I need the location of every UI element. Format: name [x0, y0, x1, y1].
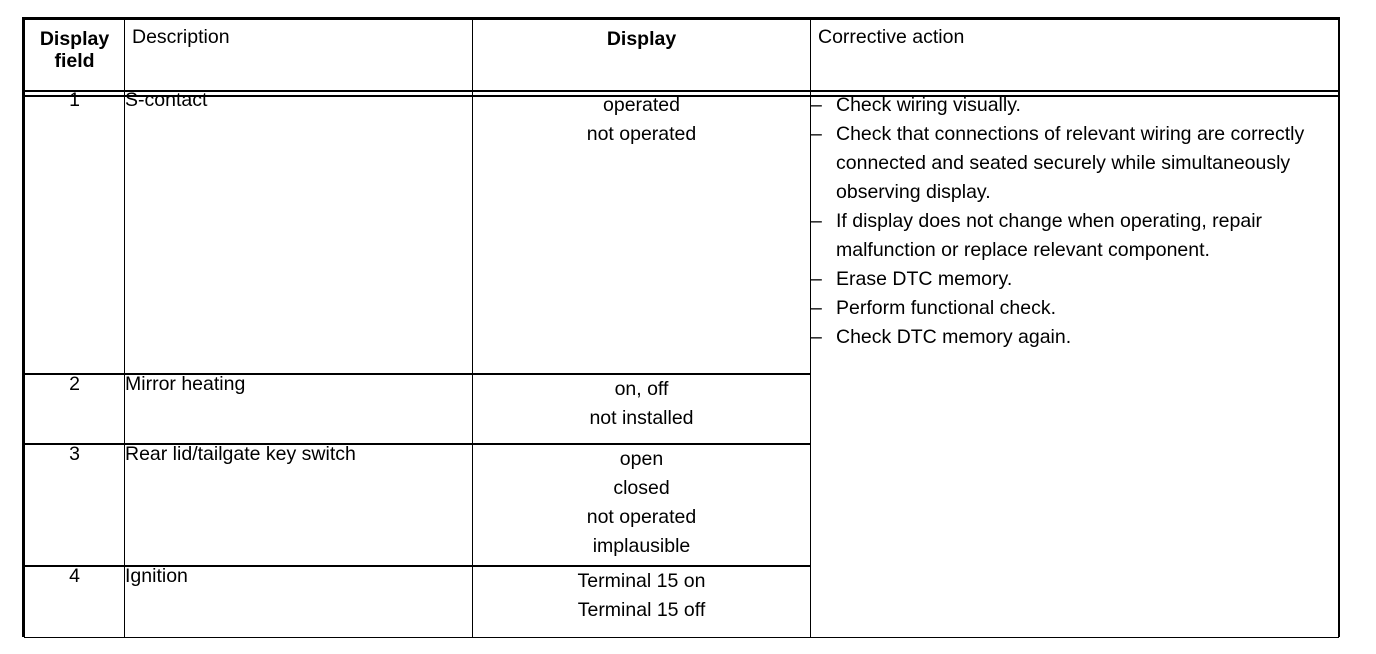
display-value: implausible: [592, 535, 691, 558]
cell-display-field: 3: [24, 443, 125, 567]
display-value: operated: [603, 94, 680, 116]
cell-display-field: 1: [24, 90, 125, 375]
fault-code-table-container: Display field Description Display: [22, 17, 1340, 638]
table-row: 3 Rear lid/tailgate key switch open clos…: [24, 443, 1339, 567]
list-dash: –: [811, 325, 822, 348]
display-value: on, off: [614, 378, 669, 400]
list-item: – Perform functional check.: [811, 294, 1338, 323]
header-double-rule-top: [24, 90, 1338, 92]
cell-display-values: open closed not operated implausible: [472, 443, 811, 567]
fault-code-table: Display field Description Display: [24, 19, 1339, 638]
cell-display-values: on, off not installed: [472, 373, 811, 445]
list-item: – Check wiring visually.: [811, 91, 1338, 120]
display-value: not operated: [586, 123, 697, 146]
table-header: Display field Description Display: [24, 19, 1339, 91]
list-item-text: Perform functional check.: [836, 296, 1057, 319]
display-field-line-2: field: [54, 50, 95, 73]
display-value: not operated: [586, 506, 697, 529]
display-field-line-1: Display: [39, 28, 110, 50]
display-header-label: Display: [606, 28, 677, 50]
corrective-action-header-label: Corrective action: [818, 26, 965, 48]
column-header-display-field: Display field: [24, 19, 125, 91]
list-item-text: Check DTC memory again.: [836, 325, 1072, 348]
column-header-display: Display: [472, 19, 811, 91]
display-value: open: [619, 448, 664, 470]
list-item: – Erase DTC memory.: [811, 265, 1338, 294]
list-dash: –: [811, 122, 822, 145]
list-item-text: Erase DTC memory.: [836, 267, 1013, 290]
display-value: Terminal 15 off: [577, 599, 706, 622]
list-dash: –: [811, 267, 822, 290]
header-row: Display field Description Display: [24, 19, 1339, 91]
cell-description: Ignition: [124, 565, 473, 638]
column-header-description: Description: [124, 19, 473, 91]
list-item-text: Check that connections of relevant wirin…: [836, 122, 1305, 203]
description-header-label: Description: [132, 26, 230, 48]
list-item: – Check DTC memory again.: [811, 323, 1338, 352]
cell-description: Rear lid/tailgate key switch: [124, 443, 473, 567]
cell-display-values: operated not operated: [472, 90, 811, 375]
corrective-action-list: – Check wiring visually. – Check that co…: [811, 91, 1338, 352]
table-row: 1 S-contact operated not operated – Chec…: [24, 90, 1339, 638]
display-value: not installed: [589, 407, 694, 430]
cell-display-values: Terminal 15 on Terminal 15 off: [472, 565, 811, 638]
cell-description: S-contact: [124, 90, 473, 375]
list-item-text: If display does not change when operatin…: [836, 209, 1263, 261]
list-item: – If display does not change when operat…: [811, 207, 1338, 265]
display-value: Terminal 15 on: [577, 570, 706, 592]
list-item-text: Check wiring visually.: [836, 94, 1021, 116]
cell-corrective-action: – Check wiring visually. – Check that co…: [810, 90, 1339, 638]
cell-description: Mirror heating: [124, 373, 473, 445]
display-value: closed: [613, 477, 670, 500]
header-double-rule-bottom: [24, 95, 1338, 97]
list-dash: –: [811, 296, 822, 319]
table-body: 1 S-contact operated not operated – Chec…: [24, 90, 1339, 638]
cell-display-field: 2: [24, 373, 125, 445]
column-header-corrective-action: Corrective action: [810, 19, 1339, 91]
cell-display-field: 4: [24, 565, 125, 638]
list-dash: –: [811, 209, 822, 232]
list-dash: –: [811, 94, 822, 116]
table-row: 4 Ignition Terminal 15 on Terminal 15 of…: [24, 565, 1339, 638]
list-item: – Check that connections of relevant wir…: [811, 120, 1338, 207]
